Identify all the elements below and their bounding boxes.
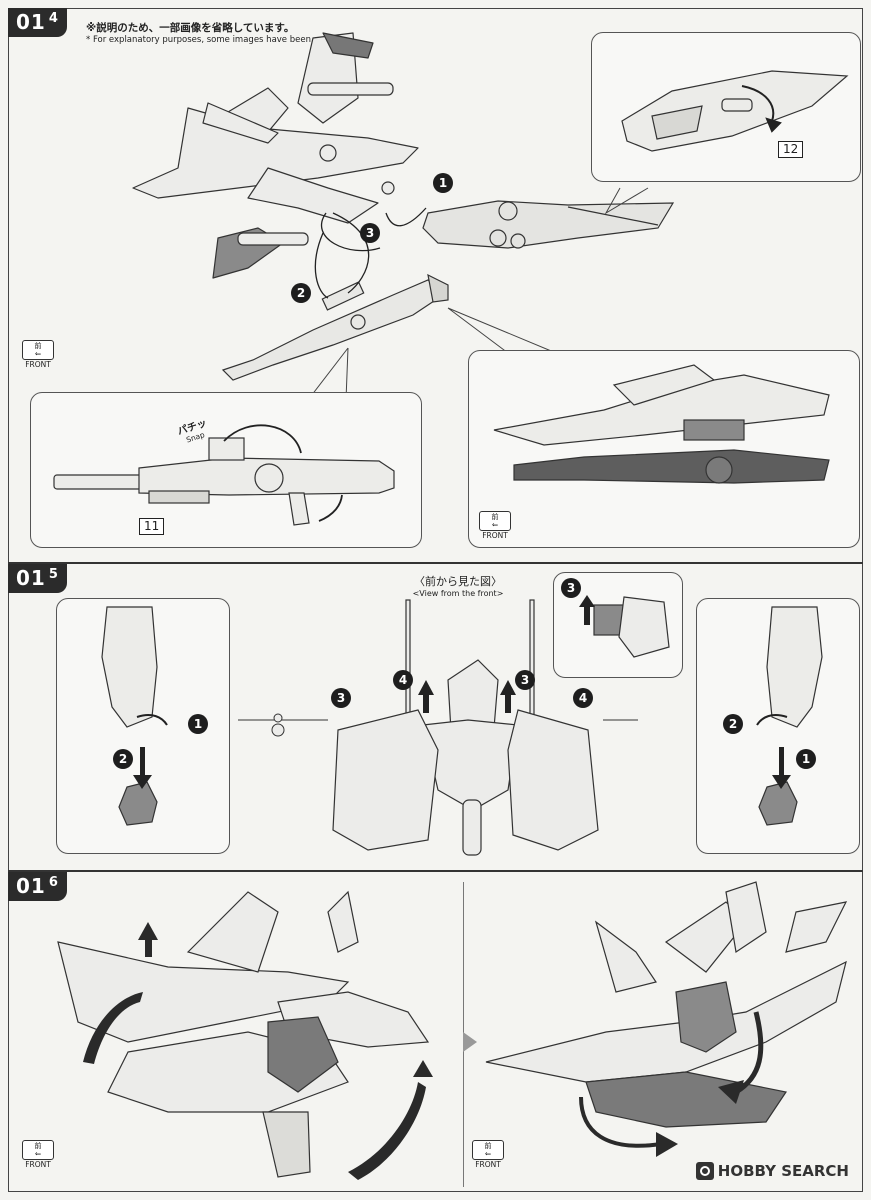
note-english: * For explanatory purposes, some images … xyxy=(86,35,350,45)
step-sub-number: 6 xyxy=(48,875,59,890)
front-orientation-mark-right: 前⇐ FRONT xyxy=(470,1140,506,1169)
detail-panel-side-view: 前⇐ FRONT xyxy=(468,350,860,548)
hobby-search-logo-icon xyxy=(695,1162,714,1180)
aircraft-main-illustration xyxy=(132,32,419,279)
detail-panel-right-leg xyxy=(696,598,860,854)
hinge-detail-illustration xyxy=(579,595,670,658)
front-kanji: 前 xyxy=(491,512,499,521)
explanatory-note: ※説明のため、一部画像を省略しています。 * For explanatory p… xyxy=(86,22,350,46)
front-label: FRONT xyxy=(25,1160,51,1169)
front-kanji: 前 xyxy=(34,1141,42,1150)
left-leg-illustration xyxy=(101,606,168,826)
view-title-japanese: 〈前から見た図〉 xyxy=(414,575,502,588)
step-number-3-center-right: 3 xyxy=(515,670,535,690)
front-arrow-icon: ⇐ xyxy=(34,348,42,358)
front-arrow-icon: ⇐ xyxy=(34,1148,42,1158)
assembly-guide-lines xyxy=(307,187,649,401)
front-orientation-mark-left: 前⇐ FRONT xyxy=(20,1140,56,1169)
view-title-english: <View from the front> xyxy=(412,589,504,598)
front-label: FRONT xyxy=(482,531,508,540)
step-number-1-left: 2 xyxy=(113,749,133,769)
detail-panel-rifle: パチッ Snap 11 xyxy=(30,392,422,548)
next-arrow-icon xyxy=(463,1032,477,1052)
step-number-2: 2 xyxy=(291,283,311,303)
leg-part-illustration xyxy=(422,200,675,249)
step-number-3: 3 xyxy=(360,223,380,243)
detail-panel-hinge-inset xyxy=(553,572,683,678)
front-view-illustration xyxy=(238,599,638,856)
step-sub-number: 5 xyxy=(48,567,59,582)
step-sub-number: 4 xyxy=(48,11,59,26)
step-number-1-right: 1 xyxy=(796,749,816,769)
step-number-2-right: 2 xyxy=(723,714,743,734)
step-number-2-left: 1 xyxy=(188,714,208,734)
rifle-detail-illustration xyxy=(53,424,395,526)
step-number-4-center-right: 4 xyxy=(573,688,593,708)
front-orientation-mark: 前⇐ FRONT xyxy=(477,511,513,540)
front-label: FRONT xyxy=(475,1160,501,1169)
front-kanji: 前 xyxy=(484,1141,492,1150)
front-arrow-icon: ⇐ xyxy=(491,519,499,529)
front-kanji: 前 xyxy=(34,341,42,350)
step-number-3-center-left: 4 xyxy=(393,670,413,690)
step-number: 01 xyxy=(16,566,46,590)
aircraft-left-illustration xyxy=(57,890,433,1180)
front-label: FRONT xyxy=(25,360,51,369)
wing-part-illustration xyxy=(621,70,849,152)
detail-panel-top-right: 12 xyxy=(591,32,861,182)
watermark-text: HOBBY SEARCH xyxy=(717,1162,849,1180)
part-tag-11: 11 xyxy=(139,518,165,535)
step-number-3-inset: 3 xyxy=(561,578,581,598)
step-number: 01 xyxy=(16,874,46,898)
step-number: 01 xyxy=(16,10,46,34)
step-number-4-center-left: 3 xyxy=(331,688,351,708)
step-number-1: 1 xyxy=(433,173,453,193)
view-from-front-title: 〈前から見た図〉 <View from the front> xyxy=(378,576,538,600)
side-view-illustration xyxy=(493,364,830,484)
front-arrow-icon: ⇐ xyxy=(484,1148,492,1158)
part-tag-12: 12 xyxy=(778,141,804,158)
aircraft-right-illustration xyxy=(485,881,848,1157)
right-leg-illustration xyxy=(756,606,823,826)
front-orientation-mark: 前⇐ FRONT xyxy=(20,340,56,369)
page-frame xyxy=(8,8,863,1192)
hobby-search-watermark: HOBBY SEARCH xyxy=(695,1162,849,1180)
note-japanese: ※説明のため、一部画像を省略しています。 xyxy=(86,22,295,34)
